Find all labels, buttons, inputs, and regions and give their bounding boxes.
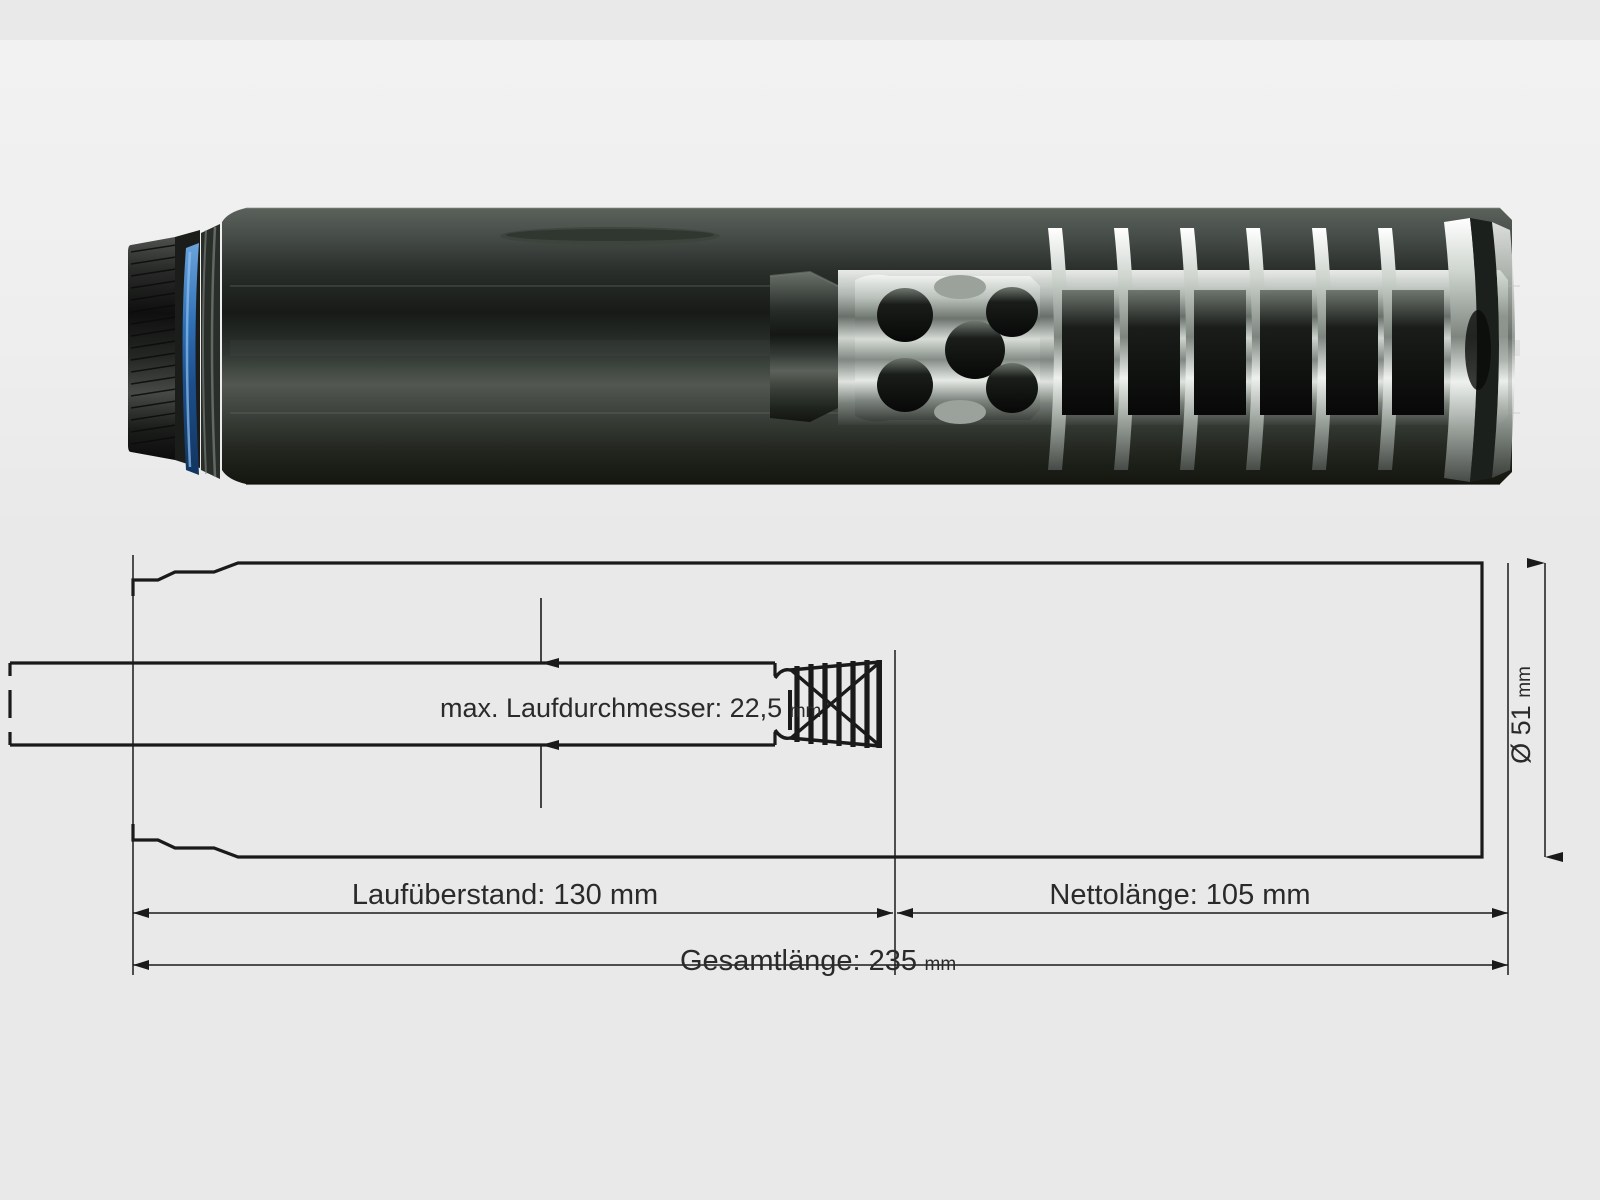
suppressor-photo: [128, 207, 1520, 485]
muzzle-end-cap: [1444, 218, 1515, 482]
total-length-label: Gesamtlänge: 235 mm: [680, 945, 956, 977]
retaining-collar: [201, 224, 220, 479]
muzzle-thread: [773, 660, 882, 748]
product-photo-panel: [0, 40, 1600, 530]
barrel-profile: [8, 661, 777, 747]
barrel-diameter-dimension: [528, 598, 559, 808]
overhang-label: Laufüberstand: 130 mm: [352, 879, 658, 911]
blue-o-ring: [182, 243, 199, 475]
length-dimensions: [133, 908, 1508, 970]
baffle-stack: [838, 218, 1515, 482]
port-block: [855, 274, 1040, 424]
barrel-diameter-label: max. Laufdurchmesser: 22,5 mm: [440, 693, 821, 723]
outer-diameter-label: Ø 51 mm: [1506, 666, 1536, 764]
suppressor-outline: [131, 561, 1484, 859]
baffle-discs: [1048, 228, 1444, 470]
net-length-label: Nettolänge: 105 mm: [1049, 879, 1310, 911]
tube-taper: [769, 270, 839, 422]
